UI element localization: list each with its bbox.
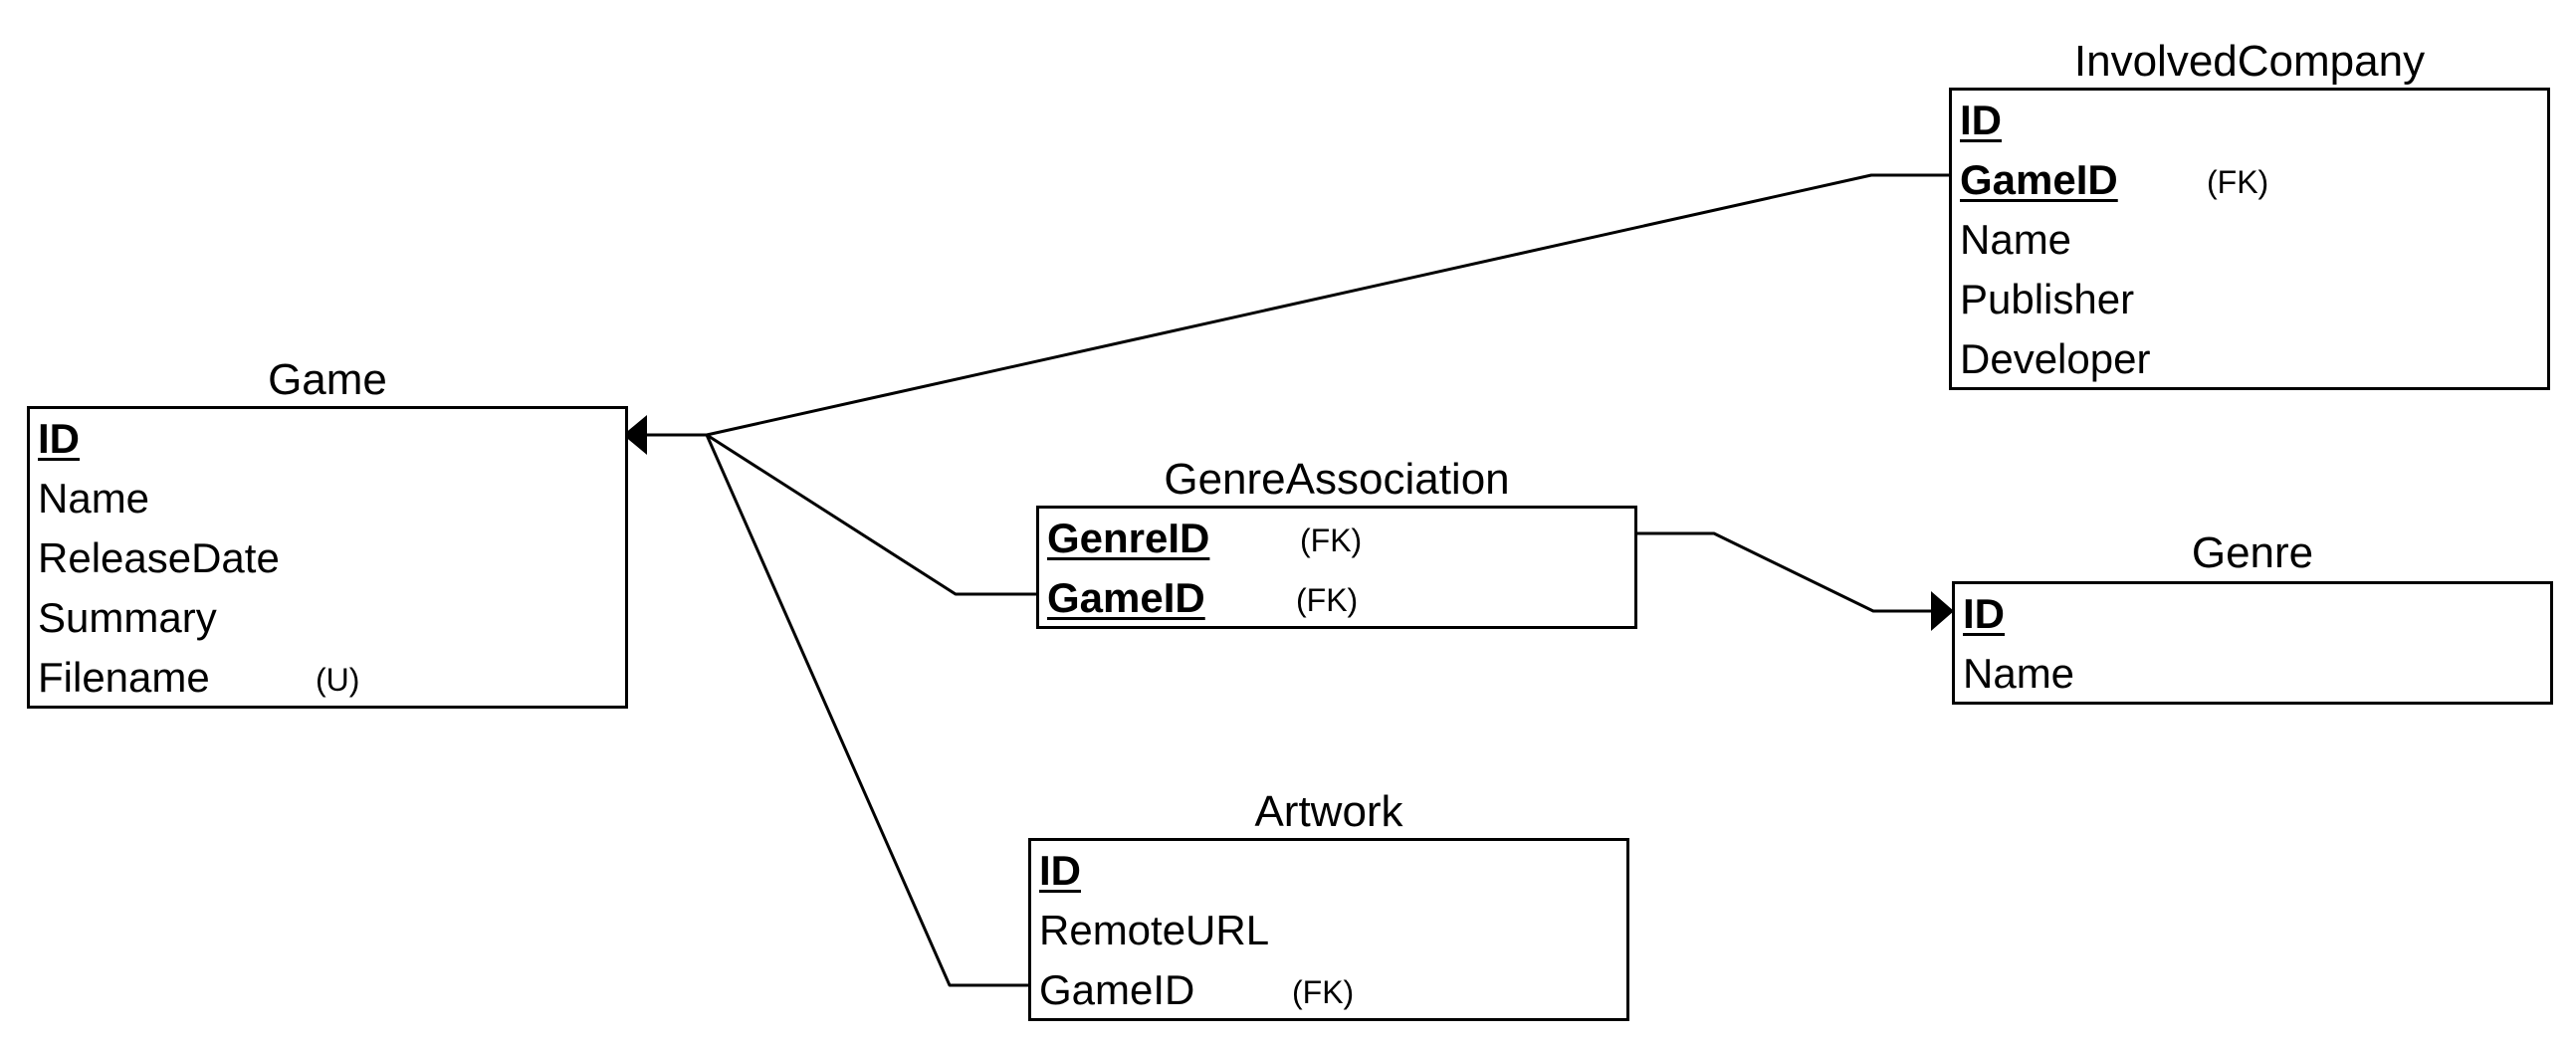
entity-title: GenreAssociation bbox=[1164, 455, 1510, 504]
entity-title: Genre bbox=[2191, 528, 2314, 577]
field-id: ID bbox=[1963, 590, 2005, 637]
field-name: Name bbox=[38, 475, 150, 522]
field-genreid: GenreID bbox=[1047, 515, 1210, 561]
entity-genreassociation[interactable]: GenreAssociation GenreID (FK) GameID (FK… bbox=[1036, 454, 1637, 629]
entity-box: GenreID (FK) GameID (FK) bbox=[1036, 506, 1637, 629]
arrowhead-to-game bbox=[623, 415, 647, 455]
field-remoteurl: RemoteURL bbox=[1039, 907, 1270, 953]
field-developer: Developer bbox=[1960, 335, 2151, 382]
foreign-key-tag: (FK) bbox=[1296, 582, 1359, 618]
entity-title: InvolvedCompany bbox=[2073, 37, 2426, 86]
entity-involvedcompany[interactable]: InvolvedCompany ID GameID (FK) Name Publ… bbox=[1949, 36, 2550, 390]
entity-box: ID Name ReleaseDate Summary Filename (U) bbox=[27, 406, 628, 709]
foreign-key-tag: (FK) bbox=[1300, 522, 1363, 558]
connector-involvedcompany-game bbox=[637, 173, 1953, 437]
unique-tag: (U) bbox=[316, 662, 360, 698]
foreign-key-tag: (FK) bbox=[2207, 164, 2269, 200]
field-name: Name bbox=[1963, 650, 2075, 697]
arrowhead-to-genre bbox=[1931, 591, 1954, 631]
entity-box: ID Name bbox=[1952, 581, 2553, 705]
field-summary: Summary bbox=[38, 594, 217, 641]
entity-artwork[interactable]: Artwork ID RemoteURL GameID (FK) bbox=[1028, 786, 1629, 1021]
entity-game[interactable]: Game ID Name ReleaseDate Summary Filenam… bbox=[27, 354, 628, 709]
connector-artwork-game bbox=[705, 434, 1031, 987]
field-publisher: Publisher bbox=[1960, 276, 2135, 322]
connector-genreassociation-game bbox=[706, 433, 1039, 596]
entity-genre[interactable]: Genre ID Name bbox=[1952, 531, 2553, 705]
field-id: ID bbox=[38, 415, 80, 462]
field-filename: Filename bbox=[38, 654, 210, 701]
entity-box: ID GameID (FK) Name Publisher Developer bbox=[1949, 88, 2550, 390]
entity-title: Game bbox=[268, 355, 387, 404]
connector-genreassociation-genre bbox=[1635, 531, 1936, 613]
field-id: ID bbox=[1039, 847, 1081, 894]
field-gameid: GameID bbox=[1047, 574, 1205, 621]
field-gameid: GameID bbox=[1960, 156, 2118, 203]
field-id: ID bbox=[1960, 97, 2002, 143]
field-gameid: GameID bbox=[1039, 966, 1195, 1013]
entity-box: ID RemoteURL GameID (FK) bbox=[1028, 838, 1629, 1021]
field-name: Name bbox=[1960, 216, 2072, 263]
foreign-key-tag: (FK) bbox=[1292, 974, 1355, 1010]
field-releasedate: ReleaseDate bbox=[38, 534, 280, 581]
entity-title: Artwork bbox=[1254, 787, 1403, 836]
